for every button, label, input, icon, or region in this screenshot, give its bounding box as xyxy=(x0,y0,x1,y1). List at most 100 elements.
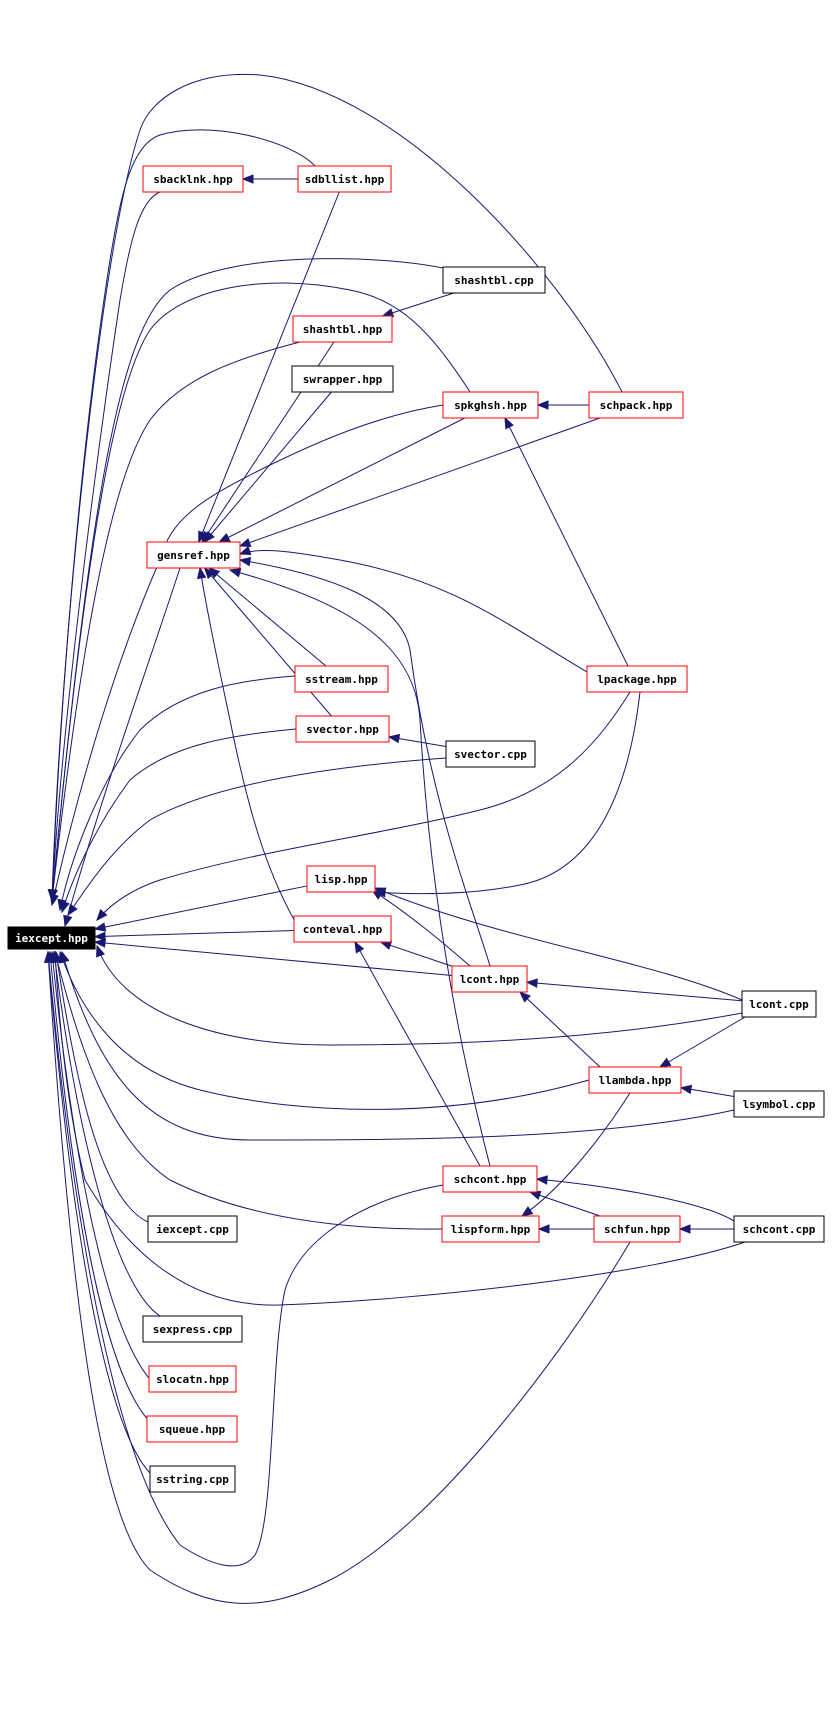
edge-svector-hpp-to-iexcept-hpp xyxy=(61,728,297,913)
node-iexcept-cpp: iexcept.cpp xyxy=(147,1215,238,1243)
arrowhead xyxy=(96,944,106,958)
node-iexcept-hpp: iexcept.hpp xyxy=(7,926,96,950)
arrowhead xyxy=(528,1190,542,1200)
node-box xyxy=(442,391,539,419)
edge-schcont-cpp-to-iexcept-hpp xyxy=(54,951,746,1306)
edge-gensref-hpp-to-iexcept-hpp xyxy=(64,567,181,927)
edge-schfun-hpp-to-schcont-hpp xyxy=(529,1191,601,1217)
node-schcont-hpp[interactable]: schcont.hpp xyxy=(442,1165,538,1193)
arrowhead xyxy=(238,557,252,567)
node-box xyxy=(146,1415,238,1443)
arrowhead xyxy=(93,922,107,932)
node-label: iexcept.cpp xyxy=(156,1223,229,1236)
arrowhead xyxy=(93,938,106,948)
edge-lcont-hpp-to-conteval-hpp xyxy=(380,941,453,967)
node-squeue-hpp[interactable]: squeue.hpp xyxy=(146,1415,238,1443)
edge-llambda-hpp-to-lispform-hpp xyxy=(521,1092,631,1217)
node-box xyxy=(441,1215,540,1243)
edge-sstream-hpp-to-iexcept-hpp xyxy=(59,675,296,911)
node-label: slocatn.hpp xyxy=(156,1373,229,1386)
node-box xyxy=(294,665,389,693)
node-svector-hpp[interactable]: svector.hpp xyxy=(295,715,390,743)
node-sstring-cpp: sstring.cpp xyxy=(149,1465,236,1493)
edge-lcont-hpp-to-lisp-hpp xyxy=(371,889,471,967)
node-schfun-hpp[interactable]: schfun.hpp xyxy=(593,1215,681,1243)
edge-lcont-hpp-to-iexcept-hpp xyxy=(94,941,453,976)
edge-schpack-hpp-to-gensref-hpp xyxy=(239,417,601,547)
edge-schfun-hpp-to-iexcept-hpp xyxy=(47,951,631,1604)
node-label: gensref.hpp xyxy=(157,549,230,562)
node-box xyxy=(146,541,241,569)
edge-shashtbl-cpp-to-shashtbl-hpp xyxy=(382,292,454,317)
node-shashtbl-hpp[interactable]: shashtbl.hpp xyxy=(292,315,393,343)
node-lisp-hpp[interactable]: lisp.hpp xyxy=(306,865,376,893)
node-label: sbacklnk.hpp xyxy=(153,173,233,186)
node-llambda-hpp[interactable]: llambda.hpp xyxy=(588,1066,682,1094)
edge-schpack-hpp-to-iexcept-hpp xyxy=(51,73,623,901)
node-box xyxy=(293,915,392,943)
edge-lsymbol-cpp-to-iexcept-hpp xyxy=(61,951,735,1141)
edges-layer xyxy=(43,73,746,1604)
node-label: sdbllist.hpp xyxy=(305,173,385,186)
node-sstream-hpp[interactable]: sstream.hpp xyxy=(294,665,389,693)
node-label: squeue.hpp xyxy=(159,1423,226,1436)
arrowhead xyxy=(658,1057,672,1068)
edge-svector-cpp-to-iexcept-hpp xyxy=(67,757,447,916)
node-sdbllist-hpp[interactable]: sdbllist.hpp xyxy=(297,165,392,193)
edge-iexcept-cpp-to-iexcept-hpp xyxy=(55,951,149,1223)
edge-schcont-hpp-to-iexcept-hpp xyxy=(47,951,444,1567)
edge-lpackage-hpp-to-lisp-hpp xyxy=(374,691,641,895)
nodes-layer: iexcept.hpp sbacklnk.hpp sdbllist.hpp shash… xyxy=(7,165,825,1493)
edge-lispform-hpp-to-iexcept-hpp xyxy=(54,951,443,1230)
edge-schcont-hpp-to-conteval-hpp xyxy=(354,941,481,1167)
arrowhead xyxy=(60,900,70,914)
edge-sexpress-cpp-to-iexcept-hpp xyxy=(53,951,161,1317)
node-label: shashtbl.hpp xyxy=(303,323,383,336)
node-spkghsh-hpp[interactable]: spkghsh.hpp xyxy=(442,391,539,419)
edge-lpackage-hpp-to-spkghsh-hpp xyxy=(504,417,629,667)
node-schpack-hpp[interactable]: schpack.hpp xyxy=(588,391,684,419)
edge-llambda-hpp-to-iexcept-hpp xyxy=(59,951,590,1110)
node-conteval-hpp[interactable]: conteval.hpp xyxy=(293,915,392,943)
node-slocatn-hpp[interactable]: slocatn.hpp xyxy=(148,1365,237,1393)
node-lpackage-hpp[interactable]: lpackage.hpp xyxy=(586,665,688,693)
node-lcont-hpp[interactable]: lcont.hpp xyxy=(451,965,528,993)
edge-lcont-cpp-to-iexcept-hpp xyxy=(96,945,743,1046)
arrowhead xyxy=(96,908,108,922)
node-label: llambda.hpp xyxy=(599,1074,672,1087)
arrowhead xyxy=(525,978,538,988)
node-swrapper-hpp: swrapper.hpp xyxy=(291,365,394,393)
node-sexpress-cpp: sexpress.cpp xyxy=(142,1315,243,1343)
node-label: shashtbl.cpp xyxy=(454,274,534,287)
node-label: lcont.cpp xyxy=(749,998,809,1011)
arrowhead xyxy=(67,903,78,917)
node-label: spkghsh.hpp xyxy=(454,399,527,412)
edge-squeue-hpp-to-iexcept-hpp xyxy=(49,951,154,1426)
node-label: sstream.hpp xyxy=(305,673,378,686)
edge-conteval-hpp-to-iexcept-hpp xyxy=(94,930,295,938)
node-sbacklnk-hpp[interactable]: sbacklnk.hpp xyxy=(142,165,244,193)
edge-shashtbl-cpp-to-iexcept-hpp xyxy=(51,258,444,901)
node-label: schcont.hpp xyxy=(454,1173,527,1186)
arrowhead xyxy=(196,566,207,580)
node-box xyxy=(142,1315,243,1343)
edge-sstring-cpp-to-iexcept-hpp xyxy=(47,951,153,1476)
edge-sdbllist-hpp-to-gensref-hpp xyxy=(198,191,340,543)
node-box xyxy=(297,165,392,193)
node-box xyxy=(588,1066,682,1094)
arrowhead xyxy=(354,940,365,954)
edge-swrapper-hpp-to-gensref-hpp xyxy=(204,391,332,543)
node-box xyxy=(442,1165,538,1193)
node-lispform-hpp[interactable]: lispform.hpp xyxy=(441,1215,540,1243)
edge-shashtbl-hpp-to-iexcept-hpp xyxy=(51,341,301,901)
edge-schcont-hpp-to-gensref-hpp xyxy=(229,569,491,1167)
edge-spkghsh-hpp-to-shashtbl-hpp xyxy=(51,282,471,901)
node-box xyxy=(593,1215,681,1243)
node-box xyxy=(741,990,817,1018)
node-box xyxy=(451,965,528,993)
arrowhead xyxy=(203,566,216,580)
node-gensref-hpp[interactable]: gensref.hpp xyxy=(146,541,241,569)
node-label: schpack.hpp xyxy=(600,399,673,412)
arrowhead xyxy=(373,887,387,897)
